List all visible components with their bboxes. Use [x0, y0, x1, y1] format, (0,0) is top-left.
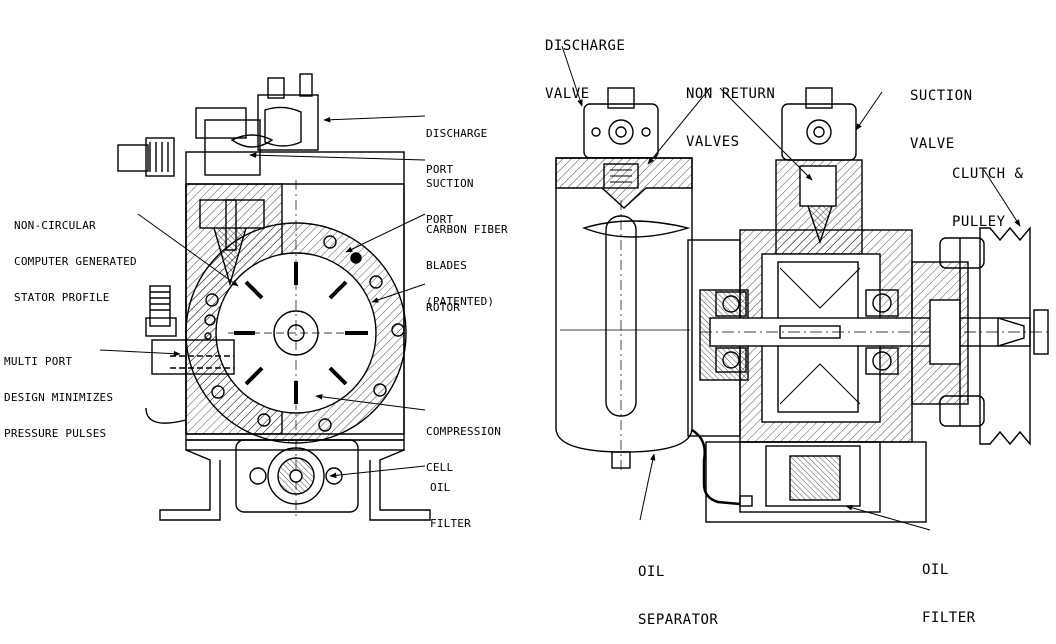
non-return-valves-label: NON RETURN VALVES [686, 86, 776, 150]
suction-port-label: SUCTION PORT [426, 177, 474, 226]
discharge-valve-label: DISCHARGE VALVE [545, 38, 626, 102]
leader-lines [99, 45, 1021, 531]
oil-filter-right-label: OIL FILTER [922, 562, 976, 626]
compressor-cross-section-diagram [99, 45, 1050, 531]
compression-cell-label: COMPRESSION CELL [426, 425, 502, 474]
stator-profile-label: NON-CIRCULAR COMPUTER GENERATED STATOR P… [14, 219, 137, 304]
oil-filter-left-label: OIL FILTER [430, 481, 471, 530]
oil-separator-label: OIL SEPARATOR [638, 564, 719, 628]
multi-port-label: MULTI PORT DESIGN MINIMIZES PRESSURE PUL… [4, 355, 114, 440]
left-front-section-view [117, 73, 431, 521]
suction-valve-label: SUCTION VALVE [910, 88, 973, 152]
carbon-fiber-blades-label: CARBON FIBER BLADES (PATENTED) [426, 223, 508, 308]
rotor-label: ROTOR [426, 301, 461, 314]
clutch-pulley-label: CLUTCH & PULLEY [952, 166, 1024, 230]
right-side-section-view [555, 87, 1050, 523]
discharge-port-label: DISCHARGE PORT [426, 127, 488, 176]
